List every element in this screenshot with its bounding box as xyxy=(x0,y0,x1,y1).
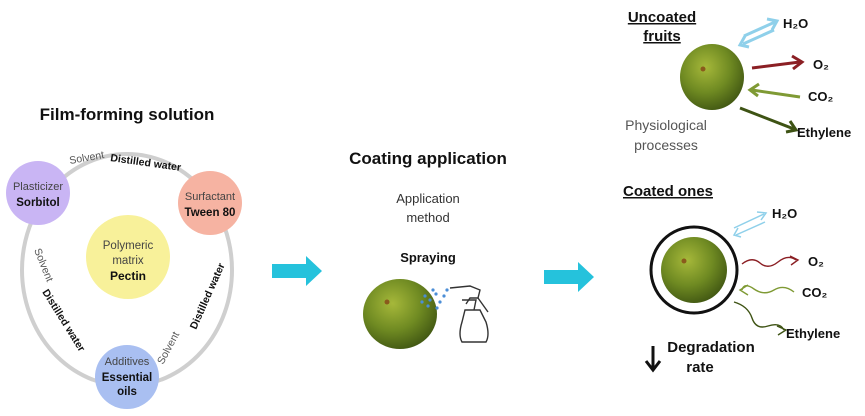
physiological-label-line1: Physiological xyxy=(625,117,707,133)
svg-text:Plasticizer: Plasticizer xyxy=(13,181,63,193)
coated-ethylene-arrow xyxy=(733,301,788,336)
svg-text:Sorbitol: Sorbitol xyxy=(16,197,59,209)
uncoated-co2-arrow xyxy=(747,82,801,99)
uncoated-ethylene-arrow xyxy=(739,106,799,134)
uncoated-title-line1: Uncoated xyxy=(628,9,696,26)
uncoated-o2-label: O₂ xyxy=(813,57,829,72)
coated-co2-arrow xyxy=(738,284,795,296)
plasticizer-node: Plasticizer Sorbitol xyxy=(6,161,70,225)
uncoated-h2o-arrows xyxy=(737,17,780,49)
spray-mist xyxy=(420,288,449,310)
uncoated-o2-arrow xyxy=(751,54,805,71)
degradation-label-line2: rate xyxy=(686,359,714,376)
svg-text:Polymeric: Polymeric xyxy=(103,240,154,252)
uncoated-title-line2: fruits xyxy=(643,28,681,45)
spray-bottle-icon xyxy=(449,285,489,343)
degradation-down-arrow xyxy=(644,346,662,373)
svg-text:matrix: matrix xyxy=(112,255,144,267)
uncoated-co2-label: CO₂ xyxy=(808,89,834,104)
method-label-line1: Application xyxy=(396,191,460,206)
flow-arrow-2 xyxy=(544,262,594,292)
coating-title: Coating application xyxy=(349,149,507,168)
coated-co2-label: CO₂ xyxy=(802,285,828,300)
solvent-label-right: Solvent Distilled water xyxy=(155,261,228,366)
coated-title: Coated ones xyxy=(623,183,713,200)
svg-text:Tween 80: Tween 80 xyxy=(185,207,236,219)
coated-h2o-label: H₂O xyxy=(772,206,797,221)
additives-node: Additives Essential oils xyxy=(95,345,159,409)
film-forming-title: Film-forming solution xyxy=(40,105,215,124)
coated-o2-label: O₂ xyxy=(808,254,824,269)
svg-text:Additives: Additives xyxy=(105,356,150,368)
coated-o2-arrow xyxy=(741,255,800,267)
coated-ethylene-label: Ethylene xyxy=(786,326,840,341)
svg-text:Essential: Essential xyxy=(102,372,153,384)
svg-text:Pectin: Pectin xyxy=(110,269,146,283)
method-label-line2: method xyxy=(406,210,449,225)
flow-arrow-1 xyxy=(272,256,322,286)
svg-text:Surfactant: Surfactant xyxy=(185,191,235,203)
coated-h2o-arrows xyxy=(732,211,768,238)
spraying-label: Spraying xyxy=(400,250,456,265)
degradation-label-line1: Degradation xyxy=(667,339,755,356)
sprayed-fruit xyxy=(363,279,437,349)
coated-fruit xyxy=(649,225,739,315)
polymeric-matrix-node: Polymeric matrix Pectin xyxy=(86,215,170,299)
svg-text:oils: oils xyxy=(117,386,137,398)
uncoated-fruit xyxy=(680,44,744,110)
physiological-label-line2: processes xyxy=(634,137,698,153)
surfactant-node: Surfactant Tween 80 xyxy=(178,171,242,235)
svg-text:Solvent: Solvent xyxy=(155,330,182,367)
svg-text:Solvent: Solvent xyxy=(31,247,55,284)
uncoated-ethylene-label: Ethylene xyxy=(797,125,851,140)
uncoated-h2o-label: H₂O xyxy=(783,16,808,31)
